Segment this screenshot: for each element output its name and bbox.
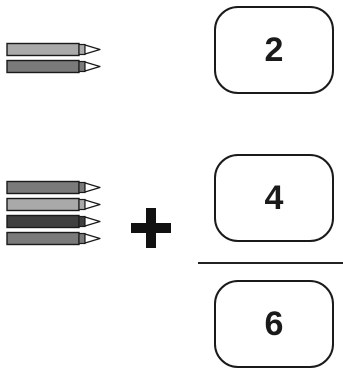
plus-icon (131, 208, 171, 248)
crayon-icon-graphic (6, 231, 101, 246)
crayon-icon (0, 59, 110, 74)
answer-box-second[interactable]: 4 (214, 154, 334, 242)
crayon-icon-graphic (6, 197, 101, 212)
crayon-group-second (0, 180, 110, 248)
answer-total-value: 6 (264, 305, 284, 343)
crayon-icon (0, 197, 110, 212)
sum-divider-line (198, 262, 343, 264)
answer-second-value: 4 (264, 179, 284, 217)
answer-box-first[interactable]: 2 (214, 6, 334, 94)
crayon-icon (0, 42, 110, 57)
answer-first-value: 2 (264, 31, 284, 69)
crayon-icon-graphic (6, 42, 101, 57)
crayon-icon (0, 214, 110, 229)
crayon-group-first (0, 42, 110, 76)
plus-icon-vertical-bar (146, 208, 156, 248)
crayon-icon (0, 231, 110, 246)
crayon-icon (0, 180, 110, 195)
crayon-icon-graphic (6, 214, 101, 229)
crayon-icon-graphic (6, 180, 101, 195)
crayon-icon-graphic (6, 59, 101, 74)
answer-box-total[interactable]: 6 (214, 280, 334, 368)
